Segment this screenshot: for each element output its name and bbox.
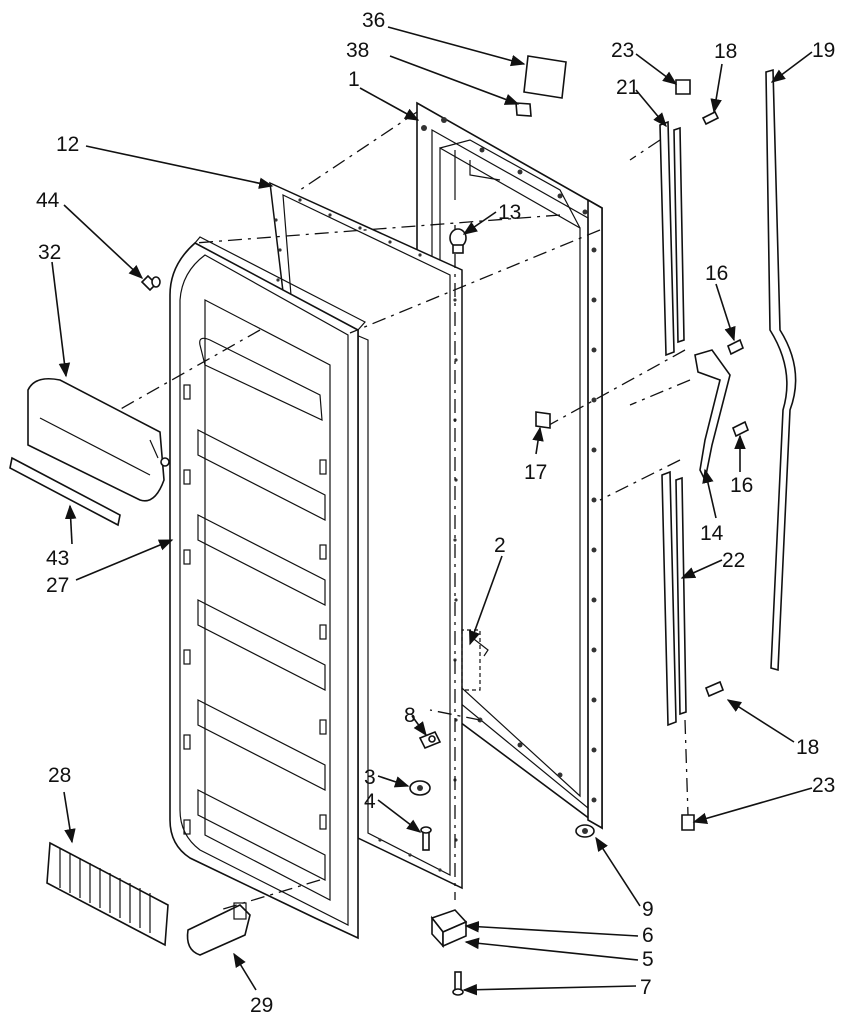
part-38-clip [515,102,532,117]
callout-27: 27 [46,574,69,597]
leader-lines [51,26,813,996]
callout-18-bottom: 18 [796,736,819,759]
callout-2: 2 [494,534,506,557]
part-3-washer [409,780,431,796]
callout-18-top: 18 [714,40,737,63]
part-4-screw [420,826,432,851]
callout-23-top: 23 [611,39,634,62]
callout-36: 36 [362,9,385,32]
callout-17: 17 [524,461,547,484]
callout-44: 44 [36,189,60,212]
part-6-hinge-block [430,909,468,949]
door-liner [169,236,366,940]
assembly-lines [109,111,691,911]
part-44-screw [140,274,161,292]
callout-38: 38 [346,39,369,62]
callout-7: 7 [640,976,652,999]
door-outer-panel [416,101,603,830]
part-19-handle [765,68,797,672]
callout-16-upper: 16 [705,262,728,285]
part-17-clip [535,411,551,429]
part-29-bracket [186,902,251,956]
part-14-handle-mount [694,349,731,483]
callout-8: 8 [404,704,416,727]
callout-3: 3 [364,766,376,789]
callout-22: 22 [722,549,745,572]
part-32-dispenser-cover [27,377,170,502]
callout-13: 13 [498,201,521,224]
callout-32: 32 [38,241,61,264]
part-28-kickplate-grille [46,841,169,947]
part-43-strip [9,456,121,527]
callout-23-bottom: 23 [812,774,835,797]
part-18-screws [701,110,725,698]
callout-4: 4 [364,790,376,813]
part-36-nameplate [523,55,567,99]
callout-5: 5 [642,948,654,971]
callout-21: 21 [616,76,639,99]
callout-14: 14 [700,522,724,545]
part-13-plug [449,228,467,254]
callout-9: 9 [642,898,654,921]
callout-43: 43 [46,547,69,570]
part-16-screws [726,338,750,438]
part-9-bushing [575,824,595,838]
callout-12: 12 [56,133,79,156]
part-22-lower-trim [661,470,687,727]
part-23-end-caps [675,79,695,831]
callout-1: 1 [348,68,360,91]
callout-19: 19 [812,39,835,62]
part-7-screw [452,971,464,996]
part-21-upper-trim [659,120,685,357]
callout-6: 6 [642,924,654,947]
callout-16-lower: 16 [730,474,753,497]
callout-29: 29 [250,994,273,1017]
callout-labels: 36 38 1 12 44 32 13 23 18 19 21 16 16 17… [36,9,835,1017]
callout-28: 28 [48,764,71,787]
